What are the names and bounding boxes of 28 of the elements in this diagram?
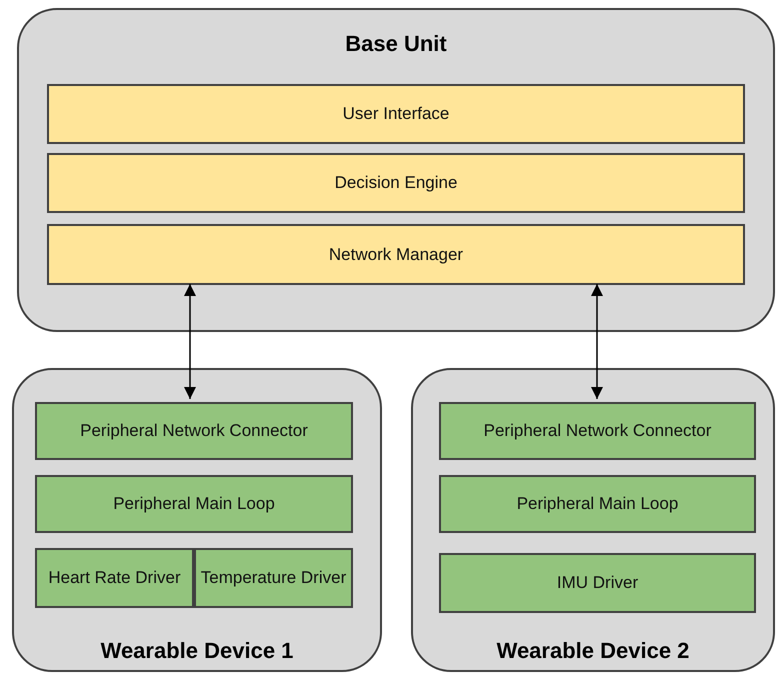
panel-title: Base Unit: [345, 30, 447, 58]
module-label: Peripheral Main Loop: [516, 493, 678, 515]
module-box: [439, 553, 756, 613]
double-arrow: [184, 284, 196, 399]
module-label: Decision Engine: [334, 172, 458, 194]
double-arrow: [591, 284, 603, 399]
module-box: [35, 475, 353, 533]
module-label: Temperature Driver: [200, 567, 346, 589]
module-box: [439, 402, 756, 460]
panel-title: Wearable Device 2: [496, 636, 690, 664]
unit-panel: [12, 368, 382, 672]
module-label: Network Manager: [328, 244, 464, 266]
panel-title: Wearable Device 1: [100, 636, 294, 664]
module-box: [47, 84, 745, 144]
module-label: Peripheral Main Loop: [113, 493, 275, 515]
module-box: [47, 153, 745, 213]
module-label: Peripheral Network Connector: [80, 420, 308, 442]
module-label: Heart Rate Driver: [48, 567, 181, 589]
unit-panel: [17, 8, 775, 332]
module-label: Peripheral Network Connector: [484, 420, 712, 442]
module-box: [35, 402, 353, 460]
module-box: [194, 548, 353, 608]
module-label: IMU Driver: [556, 572, 638, 594]
module-box: [439, 475, 756, 533]
module-label: User Interface: [342, 103, 450, 125]
unit-panel: [411, 368, 775, 672]
module-box: [35, 548, 194, 608]
module-box: [47, 224, 745, 285]
